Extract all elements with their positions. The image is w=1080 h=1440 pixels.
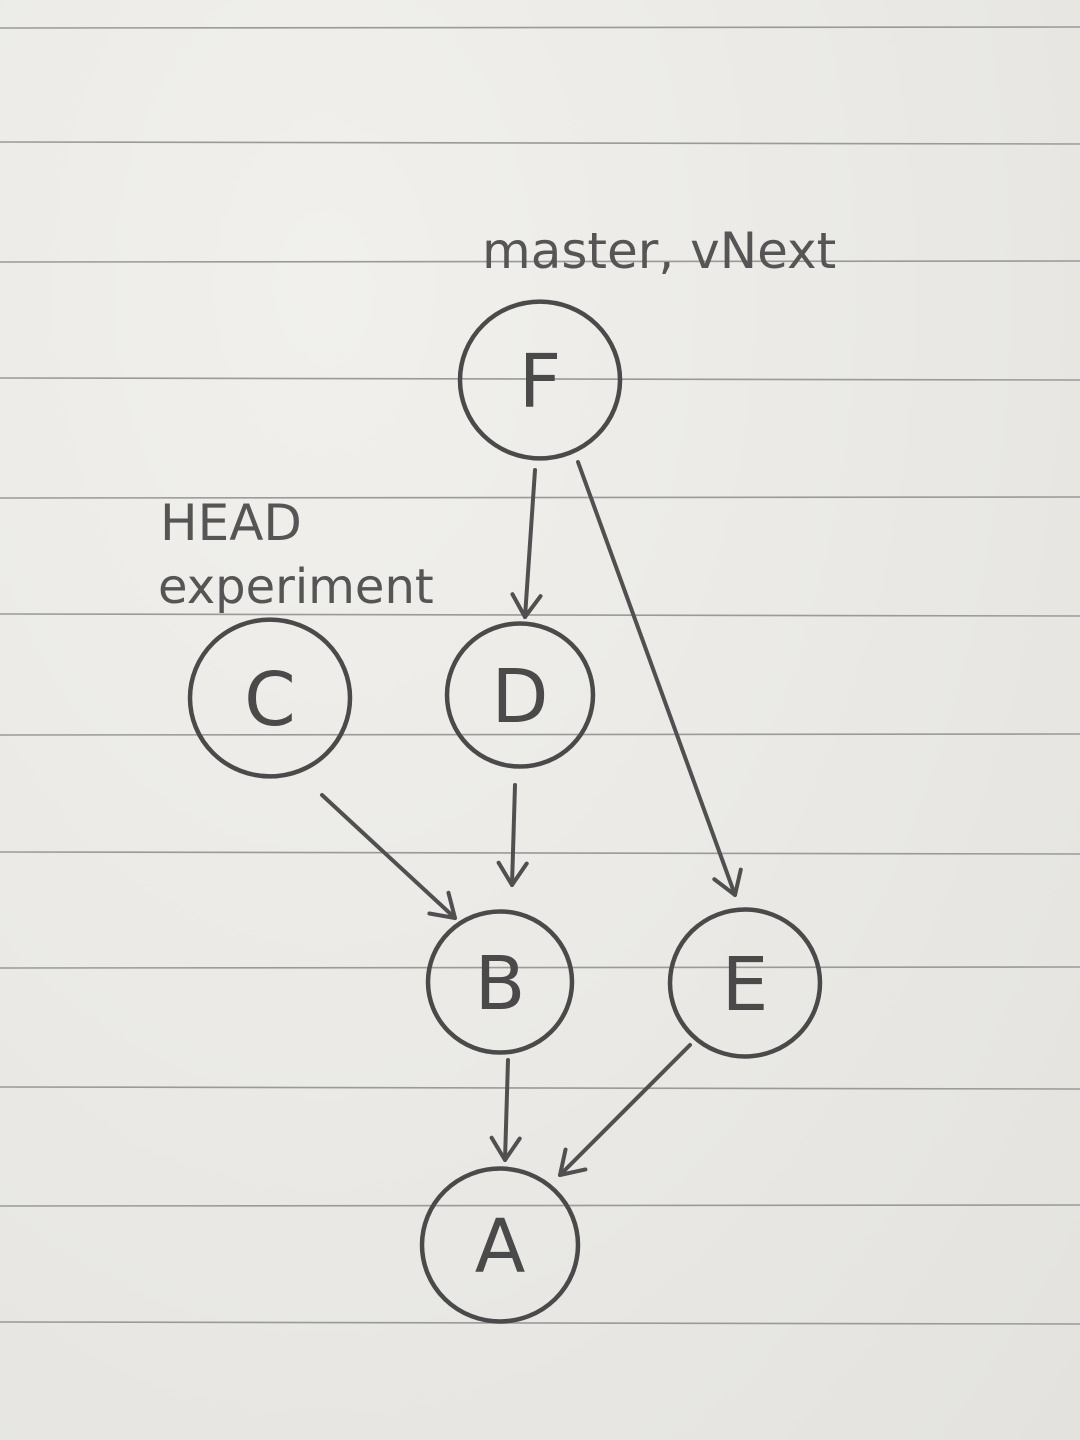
- commit-node-b: B: [425, 909, 575, 1055]
- commit-label-e: E: [722, 942, 769, 1028]
- edges-layer: [320, 460, 743, 1177]
- ruled-line: [0, 613, 1080, 617]
- commit-node-c: C: [187, 617, 353, 779]
- ruled-line: [0, 851, 1080, 855]
- ruled-line: [0, 1204, 1080, 1207]
- commit-label-f: F: [519, 339, 562, 425]
- edge-c-to-b: [320, 793, 457, 920]
- ruled-line: [0, 260, 1080, 263]
- ref-label-head: HEAD: [160, 494, 302, 552]
- nodes-layer: F C D B E A: [187, 299, 823, 1324]
- commit-node-d: D: [444, 621, 596, 769]
- commit-circle-e: [667, 907, 823, 1059]
- edge-e-to-a: [558, 1043, 692, 1177]
- arrowhead-e-to-a: [558, 1147, 588, 1177]
- commit-label-c: C: [244, 657, 296, 743]
- ruled-line: [0, 1321, 1080, 1325]
- ruled-line: [0, 1086, 1080, 1090]
- commit-label-d: D: [492, 654, 549, 740]
- edge-d-to-b: [510, 783, 517, 887]
- commit-label-a: A: [475, 1204, 526, 1290]
- commit-circle-d: [444, 621, 596, 769]
- commit-circle-c: [187, 617, 353, 779]
- edge-b-to-a: [503, 1058, 510, 1162]
- commit-circle-b: [425, 909, 575, 1055]
- arrowhead-f-to-e: [712, 867, 743, 897]
- ruled-line: [0, 733, 1080, 736]
- ruled-line: [0, 26, 1080, 29]
- ruled-line: [0, 966, 1080, 969]
- commit-node-a: A: [419, 1166, 581, 1324]
- arrowhead-c-to-b: [427, 890, 457, 920]
- ruled-line: [0, 377, 1080, 381]
- commit-circle-a: [419, 1166, 581, 1324]
- commit-label-b: B: [475, 941, 526, 1027]
- ref-label-experiment: experiment: [158, 559, 434, 615]
- edge-f-to-d: [523, 468, 537, 619]
- arrowhead-f-to-d: [510, 592, 543, 619]
- edge-f-to-e: [576, 460, 737, 897]
- commit-node-e: E: [667, 907, 823, 1059]
- ruled-line: [0, 496, 1080, 499]
- ref-label-master-vnext: master, vNext: [482, 222, 836, 280]
- commit-node-f: F: [457, 299, 623, 461]
- arrowhead-b-to-a: [489, 1135, 522, 1162]
- arrowhead-d-to-b: [496, 860, 529, 887]
- ruled-lines: [0, 26, 1080, 1325]
- commit-circle-f: [457, 299, 623, 461]
- ruled-line: [0, 141, 1080, 145]
